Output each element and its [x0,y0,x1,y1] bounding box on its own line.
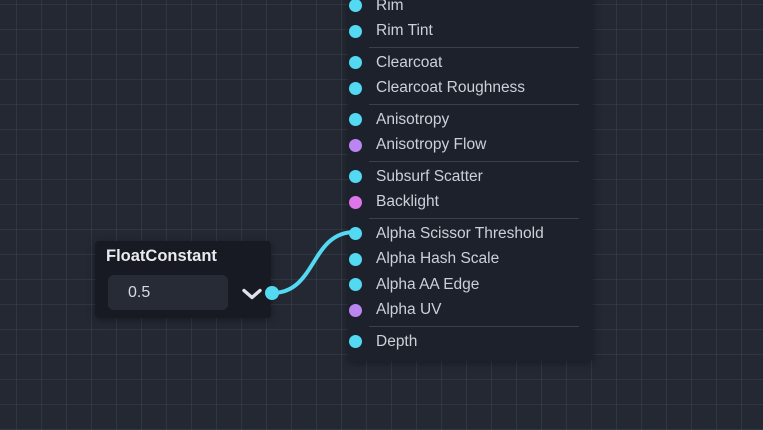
input-label: Backlight [376,193,439,211]
input-row: Backlight [348,190,593,216]
input-port[interactable] [349,335,362,349]
input-row: Alpha UV [348,298,593,324]
input-label: Alpha UV [376,301,442,319]
input-label: Anisotropy [376,110,450,128]
input-port[interactable] [349,81,362,95]
input-row: Clearcoat Roughness [348,76,593,102]
node-title: FloatConstant [106,247,217,265]
chevron-down-icon[interactable] [241,288,263,301]
input-label: Clearcoat [376,53,443,71]
input-label: Alpha AA Edge [376,275,480,293]
row-separator [369,160,579,162]
value-text: 0.5 [128,283,151,301]
input-row: Depth [348,329,593,355]
input-label: Rim Tint [376,22,433,40]
input-row: Anisotropy Flow [348,133,593,159]
input-row: Alpha Hash Scale [348,247,593,273]
input-port[interactable] [349,56,362,70]
row-separator [369,103,579,105]
input-port[interactable] [349,113,362,127]
input-label: Clearcoat Roughness [376,79,526,97]
row-separator [369,46,579,48]
input-row: Rim [348,0,593,19]
input-row: Alpha Scissor Threshold [348,221,593,247]
input-row: Alpha AA Edge [348,272,593,298]
input-label: Alpha Hash Scale [376,250,500,268]
row-separator [369,325,579,327]
input-port[interactable] [349,170,362,184]
input-label: Anisotropy Flow [376,136,487,154]
input-label: Alpha Scissor Threshold [376,224,544,242]
input-port[interactable] [349,195,362,209]
value-input[interactable]: 0.5 [108,275,228,310]
row-separator [369,217,579,219]
input-port[interactable] [349,252,362,266]
input-port[interactable] [349,24,362,38]
input-label: Subsurf Scatter [376,167,483,185]
input-port[interactable] [349,303,362,317]
input-row: Clearcoat [348,50,593,76]
float-constant-node[interactable]: FloatConstant 0.5 [95,241,279,318]
input-port[interactable] [349,278,362,292]
input-port[interactable] [349,138,362,152]
input-row: Subsurf Scatter [348,164,593,190]
connection-wire[interactable] [270,230,357,295]
input-label: Rim [376,0,404,14]
input-label: Depth [376,332,418,350]
input-row: Anisotropy [348,107,593,133]
input-row: Rim Tint [348,19,593,45]
input-port[interactable] [349,0,362,13]
